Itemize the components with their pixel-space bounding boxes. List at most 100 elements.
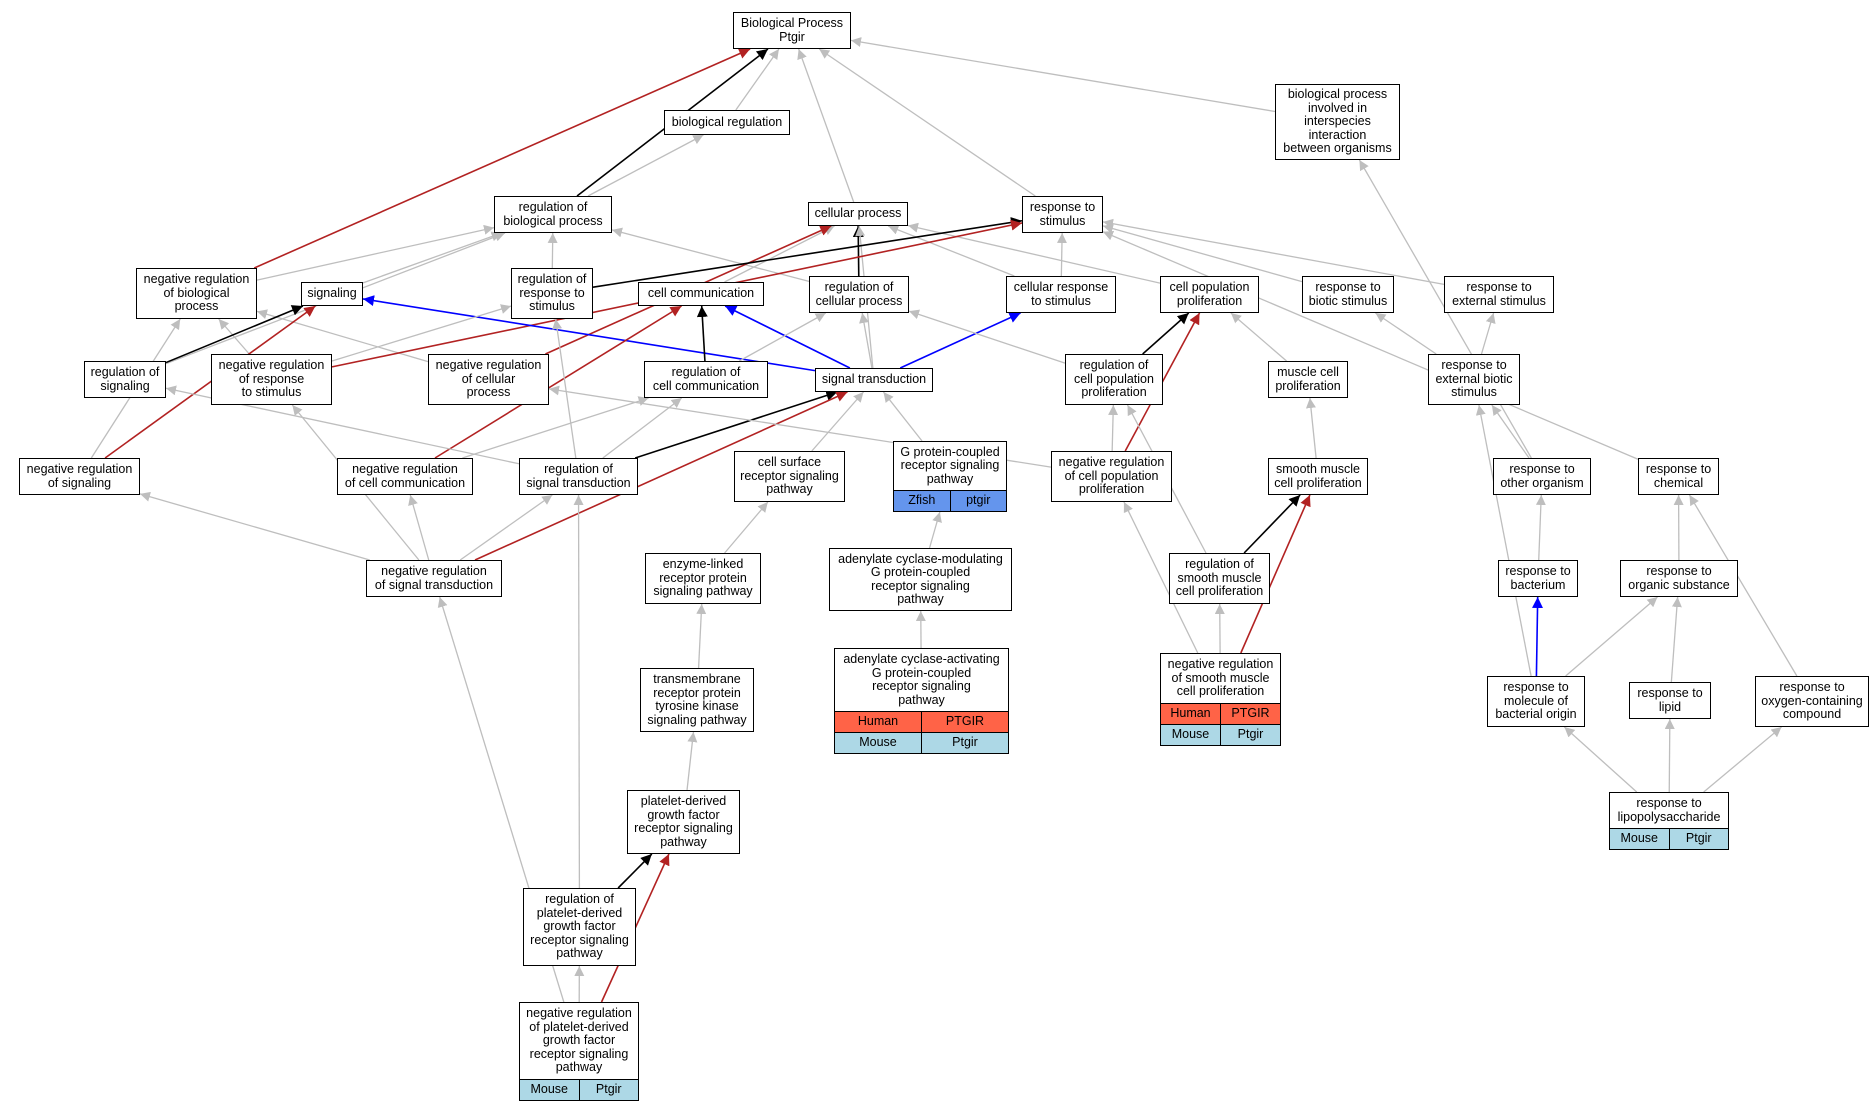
species-cell: Human	[1170, 706, 1211, 721]
species-cell: Mouse	[530, 1082, 569, 1097]
edge-is-a	[1108, 404, 1119, 452]
node-gpcr[interactable]: G protein-coupled receptor signaling pat…	[893, 441, 1007, 512]
edge-is-a	[1491, 404, 1530, 459]
node-negregsig[interactable]: negative regulation of signaling	[19, 458, 140, 495]
node-respext[interactable]: response to external stimulus	[1444, 276, 1554, 313]
edge-is-a	[552, 318, 577, 459]
node-tmrtk[interactable]: transmembrane receptor protein tyrosine …	[640, 668, 754, 732]
edge-is-a	[1475, 404, 1532, 677]
edge-regulates	[165, 305, 304, 364]
edge-is-a	[738, 312, 827, 362]
edge-is-a	[907, 222, 1161, 284]
node-regcellproc[interactable]: regulation of cellular process	[809, 276, 909, 313]
node-respbiotic[interactable]: response to biotic stimulus	[1302, 276, 1394, 313]
node-cellproc[interactable]: cellular process	[808, 202, 908, 226]
edge-is-a	[587, 134, 704, 197]
node-resplipid[interactable]: response to lipid	[1629, 682, 1711, 719]
edge-positively-regulates	[724, 305, 851, 369]
edge-is-a	[1102, 231, 1639, 460]
gene-cell: Ptgir	[1220, 725, 1280, 745]
node-regpdgf[interactable]: regulation of platelet-derived growth fa…	[523, 888, 636, 966]
node-musclecell[interactable]: muscle cell proliferation	[1268, 361, 1348, 398]
edge-is-a	[1664, 718, 1675, 793]
edge-is-a	[818, 48, 1036, 197]
edge-is-a	[218, 318, 250, 355]
node-negregst[interactable]: negative regulation of signal transducti…	[366, 560, 502, 597]
node-signaling[interactable]: signaling	[301, 282, 363, 306]
edge-is-a	[611, 227, 810, 283]
edge-negatively-regulates	[253, 48, 751, 269]
edge-is-a	[331, 304, 512, 362]
species-cell: Mouse	[859, 735, 897, 750]
edge-is-a	[724, 225, 835, 283]
edge-is-a	[797, 48, 855, 203]
node-negregcpp[interactable]: negative regulation of cell population p…	[1051, 451, 1172, 502]
edge-is-a	[724, 501, 769, 554]
species-cell: Human	[857, 714, 899, 729]
node-respother[interactable]: response to other organism	[1493, 458, 1591, 495]
species-cell: Mouse	[1171, 727, 1210, 742]
node-respextbio[interactable]: response to external biotic stimulus	[1428, 354, 1520, 405]
node-negregpdgf[interactable]: negative regulation of platelet-derived …	[519, 1002, 639, 1101]
species-cell: Zfish	[908, 493, 936, 508]
edge-is-a	[882, 391, 923, 442]
edge-is-a	[1565, 596, 1658, 677]
edge-is-a	[1670, 596, 1682, 683]
node-regrespstim[interactable]: regulation of response to stimulus	[511, 268, 593, 319]
node-acmod[interactable]: adenylate cyclase-modulating G protein-c…	[829, 548, 1012, 611]
edge-is-a	[1102, 223, 1303, 283]
gene-row: Mouse Ptgir	[520, 1079, 638, 1100]
node-bp[interactable]: Biological Process Ptgir	[733, 12, 851, 49]
node-cellpop[interactable]: cell population proliferation	[1160, 276, 1259, 313]
edge-is-a	[811, 391, 864, 452]
edge-is-a	[139, 491, 370, 561]
node-interspecies[interactable]: biological process involved in interspec…	[1275, 84, 1400, 160]
node-resporg[interactable]: response to organic substance	[1620, 560, 1738, 597]
node-regbp[interactable]: regulation of biological process	[494, 196, 612, 233]
node-regcellpop[interactable]: regulation of cell population proliferat…	[1065, 354, 1163, 405]
node-respstim[interactable]: response to stimulus	[1022, 196, 1103, 233]
edge-is-a	[928, 511, 942, 549]
node-negregresp[interactable]: negative regulation of response to stimu…	[211, 354, 332, 405]
gene-cell: Ptgir	[578, 1080, 639, 1100]
node-cellresp[interactable]: cellular response to stimulus	[1006, 276, 1116, 313]
edge-is-a	[908, 309, 1066, 364]
node-negregbp[interactable]: negative regulation of biological proces…	[136, 268, 257, 319]
node-pdgf[interactable]: platelet-derived growth factor receptor …	[627, 790, 740, 854]
edge-is-a	[1230, 312, 1287, 362]
node-respchem[interactable]: response to chemical	[1638, 458, 1719, 495]
node-smcp[interactable]: smooth muscle cell proliferation	[1268, 458, 1368, 495]
node-regcellcomm[interactable]: regulation of cell communication	[644, 361, 768, 398]
edge-is-a	[459, 494, 553, 561]
node-respmbo[interactable]: response to molecule of bacterial origin	[1487, 676, 1585, 727]
edge-is-a	[1123, 501, 1199, 654]
edge-regulates	[617, 853, 653, 889]
node-cellsurf[interactable]: cell surface receptor signaling pathway	[734, 451, 845, 502]
node-regsig[interactable]: regulation of signaling	[84, 361, 166, 398]
node-regsmcp[interactable]: regulation of smooth muscle cell prolife…	[1169, 553, 1270, 604]
edge-is-a	[1703, 726, 1782, 793]
node-acact[interactable]: adenylate cyclase-activating G protein-c…	[834, 648, 1009, 754]
node-biolreg[interactable]: biological regulation	[664, 110, 790, 135]
node-negregsmcp[interactable]: negative regulation of smooth muscle cel…	[1160, 653, 1281, 746]
node-negregcc[interactable]: negative regulation of cell communicatio…	[337, 458, 473, 495]
edge-is-a	[696, 603, 707, 669]
edge-regulates	[696, 305, 708, 362]
node-regst[interactable]: regulation of signal transduction	[519, 458, 638, 495]
edge-negatively-regulates	[474, 391, 848, 561]
node-negregcp[interactable]: negative regulation of cellular process	[428, 354, 549, 405]
node-respoxy[interactable]: response to oxygen-containing compound	[1755, 676, 1869, 727]
node-cellcomm[interactable]: cell communication	[638, 282, 764, 306]
node-respbact[interactable]: response to bacterium	[1498, 560, 1578, 597]
node-enzyme[interactable]: enzyme-linked receptor protein signaling…	[645, 553, 761, 604]
edge-negatively-regulates	[434, 305, 682, 459]
edge-is-a	[850, 37, 1276, 113]
edge-positively-regulates	[899, 312, 1021, 369]
species-cell: Mouse	[1620, 831, 1659, 846]
node-sigtrans[interactable]: signal transduction	[815, 368, 933, 392]
